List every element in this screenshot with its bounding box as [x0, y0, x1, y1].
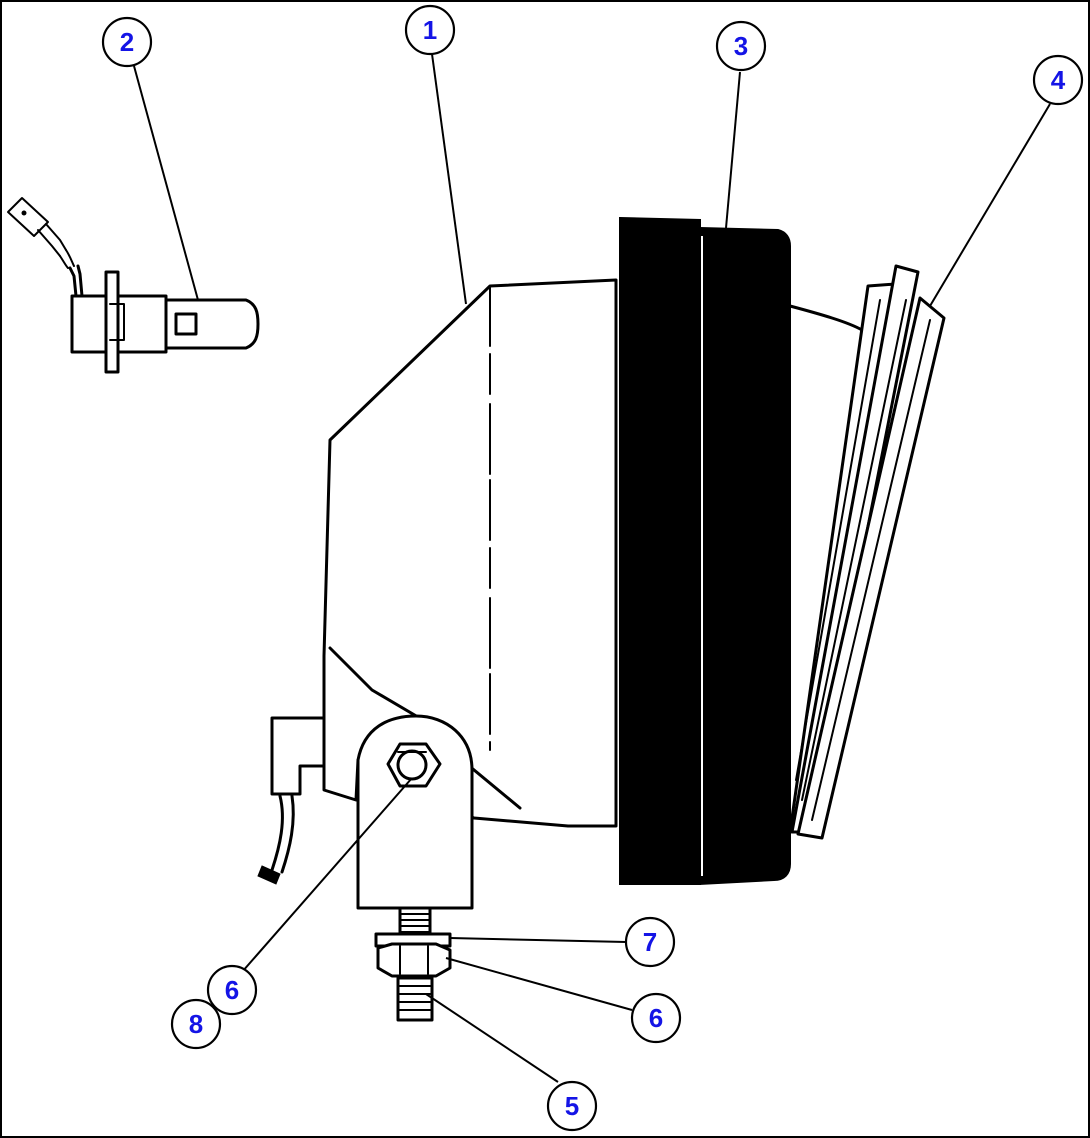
pivot-bolt: [396, 749, 428, 781]
callout-6-upper: 6: [206, 964, 258, 1016]
leader-4: [929, 103, 1051, 307]
mounting-bracket: [356, 714, 474, 910]
callout-label: 7: [643, 927, 657, 957]
callout-label: 4: [1051, 65, 1066, 95]
leader-2: [133, 65, 199, 301]
headlamp-rim: [619, 216, 791, 886]
callout-label: 6: [649, 1003, 663, 1033]
callout-label: 2: [120, 27, 134, 57]
callout-5: 5: [546, 1080, 598, 1132]
lens-panel: [788, 264, 946, 840]
callout-8: 8: [170, 998, 222, 1050]
callout-7: 7: [624, 916, 676, 968]
callout-label: 1: [423, 15, 437, 45]
callout-4: 4: [1032, 54, 1084, 106]
rim-back: [699, 226, 791, 886]
callout-3: 3: [715, 20, 767, 72]
bulb-glass: [164, 298, 260, 350]
bulb-assembly: [7, 197, 260, 374]
rim-front: [619, 216, 701, 885]
leader-6a: [241, 777, 413, 973]
leader-6b: [445, 957, 633, 1011]
stud-lower: [396, 976, 434, 1022]
leader-lines: [133, 53, 1051, 1083]
wire-lead: [257, 716, 326, 885]
wire-grommet: [270, 716, 326, 796]
callout-label: 6: [225, 975, 239, 1005]
mount-nut: [376, 942, 452, 978]
leader-5: [425, 993, 559, 1083]
callout-label: 5: [565, 1091, 579, 1121]
callout-6-lower: 6: [630, 992, 682, 1044]
callout-label: 8: [189, 1009, 203, 1039]
callout-1: 1: [404, 4, 456, 56]
leader-1: [431, 53, 467, 305]
bulb-flange: [104, 270, 120, 374]
leader-3: [725, 71, 741, 229]
leader-7: [449, 937, 627, 943]
bulb-filament: [174, 312, 198, 336]
callout-2: 2: [101, 16, 153, 68]
spade-terminal: [7, 197, 49, 237]
stud-assembly: [374, 906, 452, 1022]
callout-label: 3: [734, 31, 748, 61]
